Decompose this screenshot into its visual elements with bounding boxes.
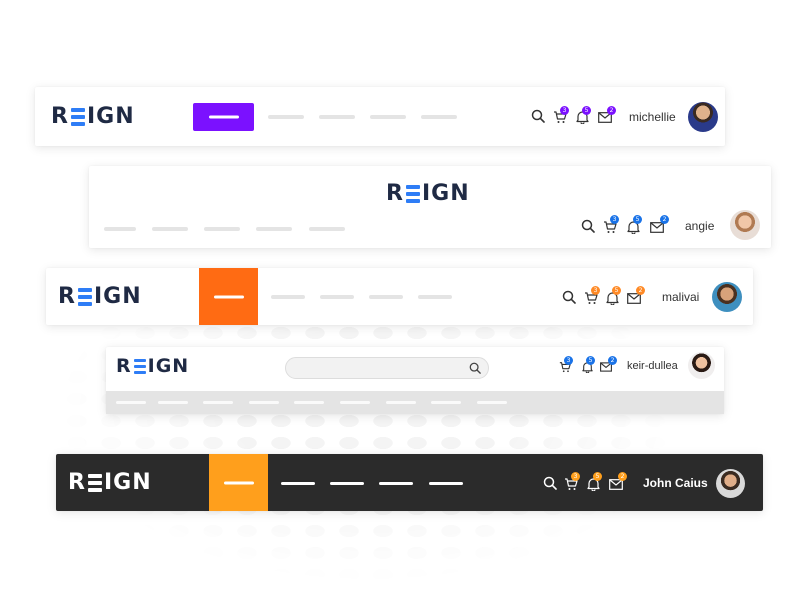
header-variant-3: R IGN 3 5 2 malivai (46, 268, 753, 325)
username[interactable]: keir-dullea (627, 360, 678, 372)
nav-item[interactable] (271, 295, 305, 299)
mail-icon[interactable] (627, 293, 641, 304)
nav-item[interactable] (116, 401, 146, 404)
cart-icon[interactable] (603, 220, 617, 234)
logo-letter-r: R (116, 355, 132, 377)
user-avatar[interactable] (688, 352, 715, 379)
cart-icon[interactable] (584, 291, 598, 305)
message-badge: 2 (608, 356, 617, 365)
nav-item[interactable] (320, 295, 354, 299)
nav-item[interactable] (319, 115, 355, 119)
notification-badge: 5 (582, 106, 591, 115)
logo-letter-e (405, 185, 420, 203)
username[interactable]: malivai (662, 290, 700, 304)
nav-item[interactable] (330, 482, 364, 485)
notification-badge: 5 (633, 215, 642, 224)
search-icon[interactable] (543, 476, 557, 490)
cart-badge: 3 (560, 106, 569, 115)
logo-letters-ign: IGN (147, 355, 190, 377)
nav-item[interactable] (104, 227, 136, 231)
user-avatar[interactable] (712, 282, 742, 312)
logo-letter-r: R (51, 104, 69, 129)
nav-item[interactable] (268, 115, 304, 119)
mail-icon[interactable] (609, 479, 623, 490)
nav-item-active[interactable] (209, 454, 268, 511)
logo-letter-r: R (386, 181, 404, 206)
logo-letter-e (77, 288, 92, 306)
search-icon[interactable] (581, 219, 595, 233)
username[interactable]: michellie (629, 110, 676, 124)
logo-letter-r: R (58, 284, 76, 309)
nav-item[interactable] (369, 295, 403, 299)
nav-item[interactable] (418, 295, 452, 299)
search-icon[interactable] (531, 109, 545, 123)
background-pattern (60, 300, 680, 580)
nav-item[interactable] (386, 401, 416, 404)
nav-item[interactable] (477, 401, 507, 404)
user-avatar[interactable] (716, 469, 745, 498)
user-avatar[interactable] (688, 102, 718, 132)
nav-item[interactable] (294, 401, 324, 404)
cart-badge: 3 (571, 472, 580, 481)
message-badge: 2 (636, 286, 645, 295)
notification-badge: 5 (593, 472, 602, 481)
header-variant-2: R IGN 3 5 2 angie (89, 166, 771, 248)
nav-item[interactable] (281, 482, 315, 485)
nav-item[interactable] (249, 401, 279, 404)
header-variant-5: R IGN 3 5 2 John Caius (56, 454, 763, 511)
nav-item[interactable] (340, 401, 370, 404)
navigation-bar (106, 391, 724, 414)
search-icon[interactable] (562, 290, 576, 304)
message-badge: 2 (618, 472, 627, 481)
brand-logo[interactable]: R IGN (386, 183, 470, 205)
nav-item-active[interactable] (193, 103, 254, 131)
nav-item[interactable] (309, 227, 345, 231)
mail-icon[interactable] (600, 362, 612, 372)
logo-letter-r: R (68, 470, 86, 495)
message-badge: 2 (607, 106, 616, 115)
cart-badge: 3 (591, 286, 600, 295)
header-variant-4: R IGN 3 5 2 keir-dullea (106, 347, 724, 414)
logo-letters-ign: IGN (103, 470, 152, 495)
username[interactable]: angie (685, 219, 715, 233)
message-badge: 2 (660, 215, 669, 224)
notification-badge: 5 (586, 356, 595, 365)
nav-item[interactable] (431, 401, 461, 404)
nav-item[interactable] (203, 401, 233, 404)
brand-logo[interactable]: R IGN (68, 472, 152, 494)
cart-badge: 3 (610, 215, 619, 224)
logo-letter-e (87, 474, 102, 492)
logo-letters-ign: IGN (93, 284, 142, 309)
logo-letter-e (70, 108, 85, 126)
search-input[interactable] (285, 357, 489, 379)
header-variant-1: R IGN 3 5 2 michellie (35, 87, 725, 146)
nav-item[interactable] (370, 115, 406, 119)
cart-icon[interactable] (564, 477, 578, 491)
nav-item[interactable] (429, 482, 463, 485)
nav-item[interactable] (204, 227, 240, 231)
logo-letters-ign: IGN (86, 104, 135, 129)
brand-logo[interactable]: R IGN (116, 357, 189, 376)
notification-badge: 5 (612, 286, 621, 295)
brand-logo[interactable]: R IGN (58, 286, 142, 308)
search-icon[interactable] (469, 362, 481, 374)
cart-badge: 3 (564, 356, 573, 365)
nav-item[interactable] (152, 227, 188, 231)
nav-item[interactable] (379, 482, 413, 485)
logo-letter-e (133, 359, 146, 374)
nav-item-active[interactable] (199, 268, 258, 325)
username[interactable]: John Caius (643, 476, 708, 490)
brand-logo[interactable]: R IGN (51, 106, 135, 128)
mail-icon[interactable] (650, 222, 664, 233)
logo-letters-ign: IGN (421, 181, 470, 206)
nav-item[interactable] (421, 115, 457, 119)
nav-item[interactable] (158, 401, 188, 404)
user-avatar[interactable] (730, 210, 760, 240)
nav-item[interactable] (256, 227, 292, 231)
